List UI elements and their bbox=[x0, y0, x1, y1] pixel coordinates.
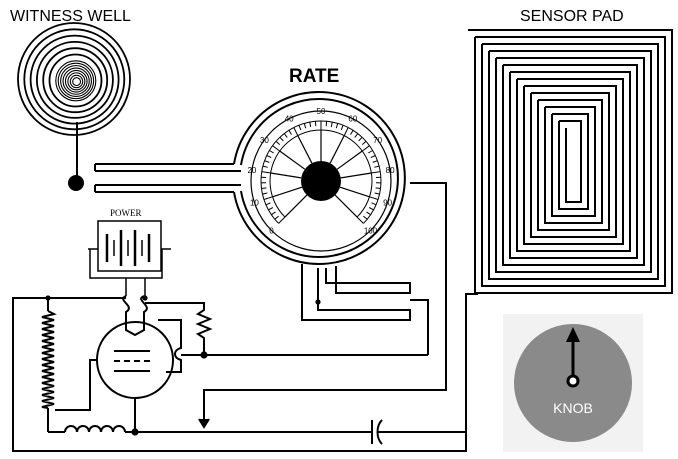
junction-dot bbox=[45, 295, 51, 301]
dial-number: 90 bbox=[383, 199, 392, 208]
vacuum-tube bbox=[55, 295, 182, 432]
resistor bbox=[145, 299, 429, 359]
rate-output-tube bbox=[301, 264, 411, 321]
rate-label: RATE bbox=[289, 66, 339, 87]
dial-number: 60 bbox=[348, 115, 357, 124]
sensor-pad-spiral[interactable] bbox=[468, 29, 673, 294]
knob-center bbox=[566, 374, 580, 388]
dial-number: 70 bbox=[373, 136, 382, 145]
rate-dial-numbers: 0 10 20 30 40 50 60 70 80 90 100 bbox=[247, 107, 395, 236]
junction-dot bbox=[142, 295, 148, 301]
dial-number: 100 bbox=[364, 227, 378, 236]
dial-number: 0 bbox=[269, 227, 274, 236]
dial-number: 20 bbox=[247, 166, 256, 175]
power-label: POWER bbox=[110, 208, 142, 218]
witness-well-spiral[interactable] bbox=[17, 22, 131, 136]
dial-number: 40 bbox=[285, 115, 294, 124]
rate-dial-spokes bbox=[270, 130, 372, 218]
inductor-coil bbox=[64, 425, 372, 436]
knob-pointer-arrow-icon bbox=[566, 327, 580, 342]
junction-dot bbox=[315, 299, 321, 305]
rate-signal-wire bbox=[198, 182, 447, 429]
rate-dial-face[interactable] bbox=[250, 110, 392, 252]
witness-well-label: WITNESS WELL bbox=[10, 8, 131, 25]
power-battery bbox=[88, 220, 171, 296]
knob-label: KNOB bbox=[553, 400, 593, 416]
rate-dial-hub[interactable] bbox=[301, 161, 341, 201]
rate-input-tube bbox=[94, 163, 241, 193]
dial-number: 80 bbox=[386, 166, 395, 175]
witness-well-terminal bbox=[68, 175, 84, 191]
sensor-pad-label: SENSOR PAD bbox=[520, 8, 624, 25]
dial-number: 10 bbox=[250, 199, 259, 208]
rate-dial-outer-ring bbox=[233, 91, 406, 265]
dial-number: 30 bbox=[260, 136, 269, 145]
capacitor bbox=[371, 419, 466, 445]
tuning-resistor bbox=[12, 293, 478, 452]
dial-number: 50 bbox=[317, 107, 326, 116]
